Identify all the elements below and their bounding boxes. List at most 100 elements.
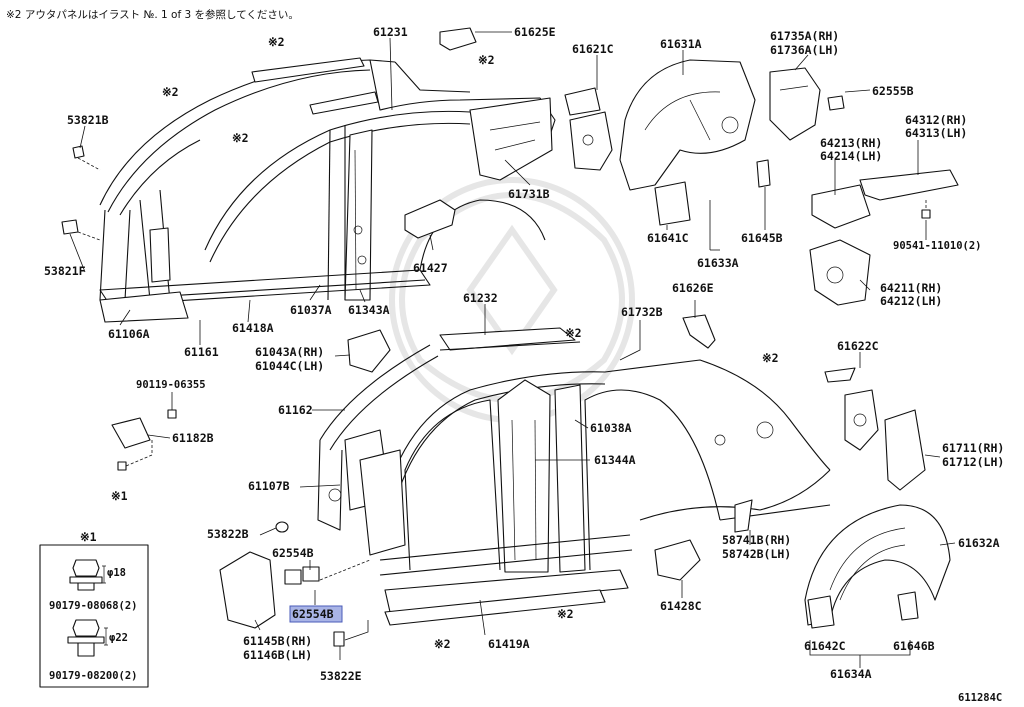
label-61646b: 61646B	[893, 639, 935, 653]
bolt-90119	[167, 409, 177, 419]
marker-k2: ※2	[232, 131, 249, 145]
part-61622c-b	[844, 389, 879, 451]
label-61626e: 61626E	[672, 281, 714, 295]
bracket-61427	[404, 199, 456, 239]
label-61146b: 61146B(LH)	[243, 648, 312, 662]
clip-53822e	[333, 631, 345, 647]
label-61711: 61711(RH)	[942, 441, 1004, 455]
label-90179-08200: 90179-08200(2)	[49, 670, 138, 682]
lower-body-side-assembly	[317, 327, 831, 626]
label-61161: 61161	[184, 345, 219, 359]
label-61107b: 61107B	[248, 479, 290, 493]
label-53821f: 53821F	[44, 264, 86, 278]
label-61162: 61162	[278, 403, 313, 417]
label-62554b-top: 62554B	[272, 546, 314, 560]
marker-k2: ※2	[565, 326, 582, 340]
inset-marker-k1: ※1	[80, 530, 97, 544]
label-61631a: 61631A	[660, 37, 702, 51]
label-61231: 61231	[373, 25, 408, 39]
label-61625e: 61625E	[514, 25, 556, 39]
clip-53822b	[275, 521, 289, 533]
part-61182b	[111, 417, 151, 449]
label-61427: 61427	[413, 261, 448, 275]
label-61736a: 61736A(LH)	[770, 43, 839, 57]
highlight-62554b	[289, 605, 343, 623]
top-note: ※2 アウタパネルはイラスト №. 1 of 3 を参照してください。	[6, 8, 299, 21]
bolt-90179-08200	[72, 619, 100, 637]
upper-body-side-assembly	[99, 27, 556, 323]
clip-53821f	[61, 219, 79, 235]
label-64211: 64211(RH)	[880, 281, 942, 295]
marker-k2: ※2	[478, 53, 495, 67]
part-61711	[884, 409, 926, 491]
label-53822b: 53822B	[207, 527, 249, 541]
marker-k2: ※2	[762, 351, 779, 365]
marker-k1: ※1	[111, 489, 128, 503]
label-61633a: 61633A	[697, 256, 739, 270]
label-61632a: 61632A	[958, 536, 1000, 550]
part-64312	[859, 169, 959, 201]
part-61621c	[564, 87, 613, 171]
leader-lines	[69, 31, 956, 668]
part-61428c	[654, 539, 701, 581]
label-61182b: 61182B	[172, 431, 214, 445]
label-61428c: 61428C	[660, 599, 702, 613]
part-61641c	[654, 181, 691, 226]
part-61645b	[756, 159, 771, 188]
label-61622c: 61622C	[837, 339, 879, 353]
part-64213	[811, 184, 871, 229]
label-62554b-highlighted[interactable]: 62554B	[292, 607, 334, 621]
label-61712: 61712(LH)	[942, 455, 1004, 469]
label-53822e: 53822E	[320, 669, 362, 683]
part-61043a	[347, 329, 391, 373]
part-61632a	[804, 504, 951, 626]
bolt-90179-08068	[72, 559, 100, 577]
part-64211	[809, 239, 871, 306]
marker-k2: ※2	[162, 85, 179, 99]
label-58742b: 58742B(LH)	[722, 547, 791, 561]
marker-k2: ※2	[557, 607, 574, 621]
label-61645b: 61645B	[741, 231, 783, 245]
part-61622c-a	[824, 367, 856, 383]
pad-62554b-b	[302, 566, 320, 582]
part-61631a	[619, 59, 756, 191]
label-61145b: 61145B(RH)	[243, 634, 312, 648]
clip-k1	[117, 461, 127, 471]
part-61642c	[807, 595, 835, 629]
bolt-90541	[921, 209, 931, 219]
part-61145b	[219, 551, 276, 629]
label-90541: 90541-11010(2)	[893, 240, 982, 252]
marker-k2: ※2	[268, 35, 285, 49]
label-58741b: 58741B(RH)	[722, 533, 791, 547]
label-62555b: 62555B	[872, 84, 914, 98]
part-61626e	[682, 314, 716, 349]
label-61732b: 61732B	[621, 305, 663, 319]
part-61735a	[769, 67, 821, 141]
label-61044c: 61044C(LH)	[255, 359, 324, 373]
label-61232: 61232	[463, 291, 498, 305]
label-61634a: 61634A	[830, 667, 872, 681]
diameter-22: φ22	[109, 632, 128, 644]
label-61106a: 61106A	[108, 327, 150, 341]
label-64214: 64214(LH)	[820, 149, 882, 163]
label-61641c: 61641C	[647, 231, 689, 245]
label-61037a: 61037A	[290, 303, 332, 317]
label-61735a: 61735A(RH)	[770, 29, 839, 43]
part-62555b	[827, 95, 845, 111]
diagram-code: 611284C	[958, 692, 1002, 704]
label-61418a: 61418A	[232, 321, 274, 335]
label-64312: 64312(RH)	[905, 113, 967, 127]
inset-fasteners-box: ※1 φ18 90179-08068(2) φ22 90179-08200(2)	[39, 530, 149, 688]
label-61344a: 61344A	[594, 453, 636, 467]
part-61646b	[897, 591, 919, 621]
label-61642c: 61642C	[804, 639, 846, 653]
label-90119: 90119-06355	[136, 379, 206, 391]
label-61419a: 61419A	[488, 637, 530, 651]
label-61621c: 61621C	[572, 42, 614, 56]
part-58741b	[734, 499, 753, 533]
label-64212: 64212(LH)	[880, 294, 942, 308]
pad-62554b-a	[284, 569, 302, 585]
clip-53821b	[72, 145, 85, 159]
